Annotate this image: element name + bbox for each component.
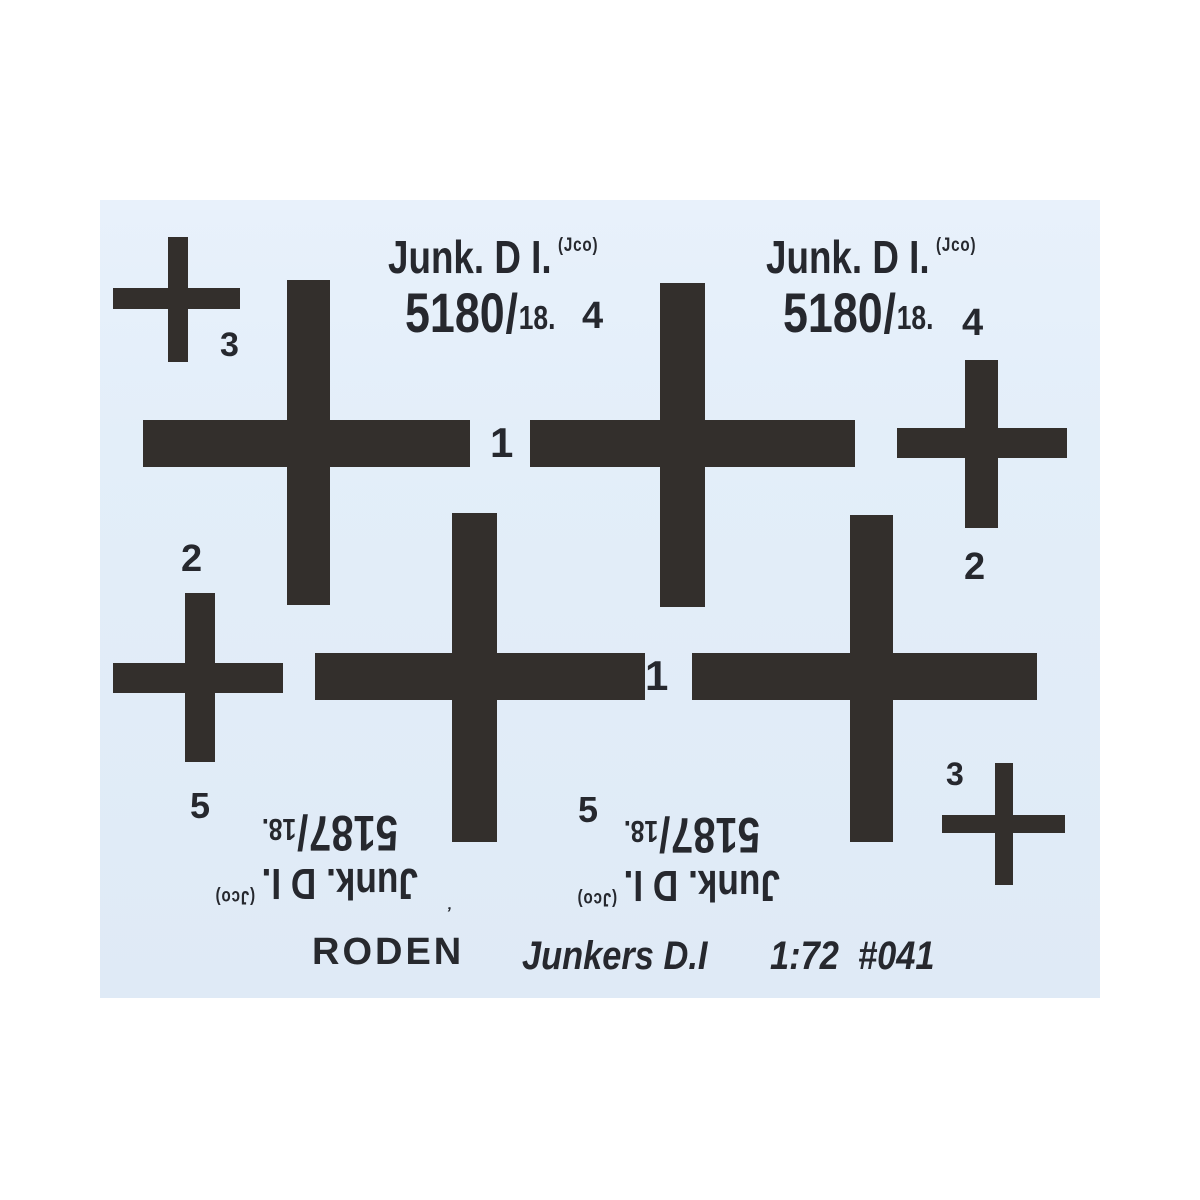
serial-line: 5187/18. [214,804,398,861]
serial-fraction: 18. [623,814,659,849]
balkenkreuz-large-upper-left [143,280,470,605]
aircraft-name-note: (Jco) [557,235,599,256]
cross-horizontal-bar [143,420,470,467]
item-number-label: 1 [490,419,514,466]
serial-main: 5187 [671,807,760,863]
marking-text-lower-left-inverted: Junk. D I.(Jco) 5187/18. [168,779,418,908]
aircraft-name-line: Junk. D I.(Jco) [576,861,780,910]
item-number-label: 3 [946,756,964,792]
brand-logo: RODEN [312,931,465,973]
serial-line: 5180/18. [783,281,980,346]
serial-main: 5180 [405,281,505,344]
balkenkreuz-large-lower-left [315,513,645,842]
balkenkreuz-large-upper-right [530,283,855,607]
aircraft-name: Junk. D I. [766,231,930,283]
serial-fraction: 18. [261,812,297,847]
balkenkreuz-small-bottom-right [942,763,1065,885]
serial-fraction: 18. [896,299,934,337]
cross-horizontal-bar [113,663,283,693]
item-number-label: 5 [578,789,599,830]
marking-text-lower-middle-inverted: Junk. D I.(Jco) 5187/18. [528,781,780,910]
serial-line: 5187/18. [574,806,760,863]
cross-horizontal-bar [113,288,240,309]
balkenkreuz-small-top-left [113,237,240,362]
cross-horizontal-bar [897,428,1067,458]
cross-horizontal-bar [530,420,855,467]
item-number-label: 2 [964,546,986,588]
kit-number: #041 [858,934,935,978]
brand-trademark-mark: ’ [444,904,453,923]
aircraft-name-line: Junk. D I.(Jco) [766,234,976,280]
aircraft-name-note: (Jco) [576,888,618,909]
item-number-label: 2 [181,538,203,580]
model-scale: 1:72 [770,934,839,978]
item-number-label: 1 [645,652,669,699]
marking-text-upper-right: Junk. D I.(Jco) 5180/18. [766,234,1029,346]
serial-slash: / [297,804,309,860]
balkenkreuz-large-lower-right [692,515,1037,842]
item-number-label: 4 [582,295,604,337]
aircraft-name-note: (Jco) [935,235,977,256]
cross-horizontal-bar [942,815,1065,833]
item-number-label: 4 [962,302,984,344]
aircraft-name: Junk. D I. [388,231,552,283]
balkenkreuz-medium-right [897,360,1067,528]
serial-line: 5180/18. [405,281,602,346]
cross-horizontal-bar [692,653,1037,700]
aircraft-name-line: Junk. D I.(Jco) [388,234,598,280]
aircraft-name: Junk. D I. [261,859,418,908]
aircraft-name-line: Junk. D I.(Jco) [214,859,418,908]
serial-slash: / [659,806,671,862]
serial-main: 5180 [783,281,883,344]
serial-main: 5187 [309,805,398,861]
serial-slash: / [883,282,896,346]
decal-sheet: 3 1 4 4 2 2 1 5 5 3 Junk. D I.(Jco) 5180… [100,200,1100,998]
aircraft-name-note: (Jco) [214,886,256,907]
balkenkreuz-medium-left [113,593,283,762]
item-number-label: 3 [220,326,239,364]
serial-fraction: 18. [518,299,556,337]
item-number-label: 5 [190,785,211,826]
marking-text-upper-left: Junk. D I.(Jco) 5180/18. [388,234,651,346]
aircraft-name: Junk. D I. [623,861,780,910]
product-name: Junkers D.I [522,934,708,978]
cross-horizontal-bar [315,653,645,700]
serial-slash: / [505,282,518,346]
